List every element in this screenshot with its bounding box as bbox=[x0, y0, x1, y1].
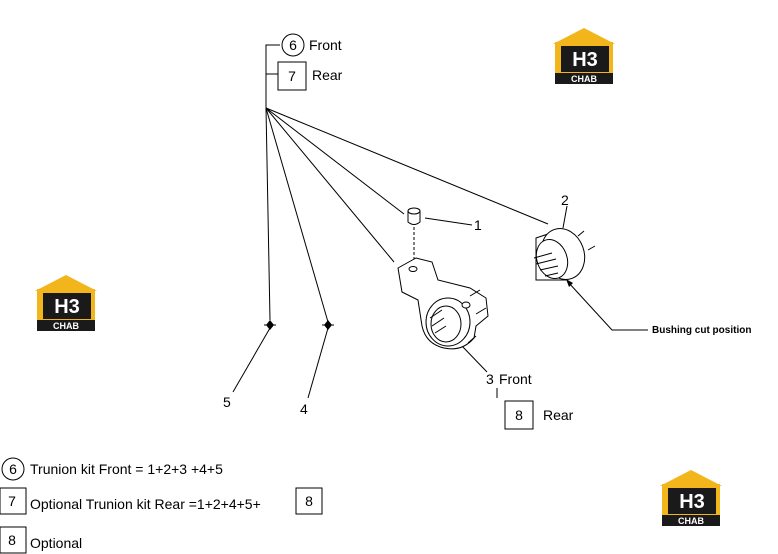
legend-row1-number: 6 bbox=[9, 461, 17, 477]
leader-part-3 bbox=[461, 345, 488, 373]
leader-lines bbox=[232, 44, 648, 399]
watermark-logo-left: H3 CHAB bbox=[35, 275, 97, 331]
logo-top-mark: H3 bbox=[572, 49, 598, 71]
logo-top-caption: CHAB bbox=[571, 74, 597, 84]
legend-row2-box-8 bbox=[295, 487, 323, 515]
logo-left-caption: CHAB bbox=[53, 321, 79, 331]
leader-to-bushing bbox=[265, 107, 549, 225]
part-bushing bbox=[533, 228, 596, 281]
legend-row1-circle bbox=[1, 457, 25, 481]
leader-bushing-cut bbox=[567, 281, 648, 331]
leader-to-trunnion bbox=[265, 107, 395, 263]
legend-row2-number: 7 bbox=[8, 493, 16, 509]
callout-8-number: 8 bbox=[515, 407, 523, 423]
part-nipple-4 bbox=[322, 320, 334, 330]
callout-6-number: 6 bbox=[289, 37, 297, 53]
legend-row3-text: Optional bbox=[30, 535, 82, 551]
leader-part-2 bbox=[562, 205, 568, 229]
logo-left-mark: H3 bbox=[54, 296, 80, 318]
legend-row2-box-number: 8 bbox=[305, 493, 313, 509]
legend-row2-text: Optional Trunion kit Rear =1+2+4+5+ bbox=[30, 496, 261, 512]
part-trunnion bbox=[397, 257, 489, 350]
callout-7-number: 7 bbox=[288, 68, 296, 84]
part-3-label: 3 bbox=[486, 371, 494, 387]
part-2-label: 2 bbox=[561, 192, 569, 208]
part-plug bbox=[407, 207, 421, 262]
leader-to-nipple-4 bbox=[265, 107, 329, 323]
leader-to-plug bbox=[265, 107, 405, 215]
part-1-label: 1 bbox=[474, 217, 482, 233]
logo-bottom-mark: H3 bbox=[679, 491, 705, 513]
leader-to-nipple-5 bbox=[265, 107, 271, 321]
callout-6-circle bbox=[281, 33, 305, 57]
part-nipple-5 bbox=[264, 320, 276, 330]
callout-6-label: Front bbox=[309, 37, 342, 53]
legend-row3-box bbox=[0, 526, 27, 554]
leader-part-1 bbox=[424, 217, 473, 226]
leader-bracket-6 bbox=[265, 44, 280, 110]
legend-row2-box bbox=[0, 487, 27, 515]
callout-7-label: Rear bbox=[312, 67, 343, 83]
bushing-cut-arrowhead bbox=[566, 279, 573, 287]
watermark-logo-bottom: H3 CHAB bbox=[660, 470, 722, 526]
leader-part-4 bbox=[307, 327, 329, 399]
logo-bottom-caption: CHAB bbox=[678, 516, 704, 526]
leader-part-5 bbox=[232, 327, 271, 393]
callout-8-label: Rear bbox=[543, 407, 574, 423]
legend-row1-text: Trunion kit Front = 1+2+3 +4+5 bbox=[30, 461, 223, 477]
part-4-label: 4 bbox=[300, 401, 308, 417]
part-5-label: 5 bbox=[223, 394, 231, 410]
bushing-cut-note: Bushing cut position bbox=[652, 325, 751, 336]
callout-7-box bbox=[277, 61, 307, 91]
watermark-logo-top: H3 CHAB bbox=[553, 28, 615, 84]
callout-8-box bbox=[504, 400, 534, 430]
part-3-front-text: Front bbox=[499, 371, 532, 387]
legend-row3-number: 8 bbox=[8, 532, 16, 548]
legend: 6 Trunion kit Front = 1+2+3 +4+5 7 Optio… bbox=[0, 457, 323, 554]
